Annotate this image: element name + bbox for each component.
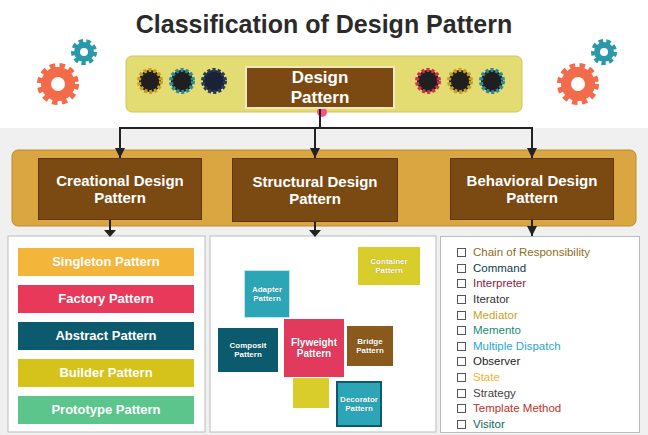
checkbox-icon <box>457 420 466 429</box>
item-text: Template Method <box>473 402 561 415</box>
short-arrow <box>109 220 111 231</box>
gear-hole <box>571 77 585 91</box>
node-text: Builder Pattern <box>59 366 152 381</box>
node-text: Decorator Pattern <box>340 395 378 413</box>
node-text: Structural Design Pattern <box>247 173 383 208</box>
list-item: Iterator <box>457 292 509 308</box>
pattern-list: Chain of ResponsibilityCommandInterprete… <box>440 236 640 433</box>
checkbox-icon <box>457 326 466 335</box>
diagram-title: Classification of Design Pattern <box>0 10 648 39</box>
node-text: Abstract Pattern <box>55 329 156 344</box>
list-item: Multiple Dispatch <box>457 339 561 355</box>
checkbox-icon <box>457 264 466 273</box>
list-item: Command <box>457 261 526 277</box>
gear-badge <box>417 70 439 92</box>
list-item: Observer <box>457 354 520 370</box>
item-text: Strategy <box>473 387 516 400</box>
node-text: Prototype Pattern <box>51 403 160 418</box>
pattern-tile: Flyweight Pattern <box>283 318 345 378</box>
checkbox-icon <box>457 248 466 257</box>
gear-hole <box>600 48 608 56</box>
node-text: Adapter Pattern <box>248 285 286 303</box>
pattern-tile: Decorator Pattern <box>336 381 382 427</box>
node-text: Composit Pattern <box>221 341 275 359</box>
checkbox-icon <box>457 389 466 398</box>
node-text: Singleton Pattern <box>52 255 160 270</box>
gear-badge <box>449 70 471 92</box>
gear-hole <box>80 48 88 56</box>
arrow-head <box>309 230 321 237</box>
item-text: Interpreter <box>473 277 526 290</box>
category-box: Behavioral Design Pattern <box>450 158 614 220</box>
list-item: Mediator <box>457 307 518 323</box>
checkbox-icon <box>457 357 466 366</box>
node-text: Bridge Pattern <box>350 337 390 355</box>
list-item: Strategy <box>457 385 516 401</box>
list-item: Interpreter <box>457 276 526 292</box>
item-text: Memento <box>473 324 521 337</box>
connector-arrow <box>320 109 532 158</box>
checkbox-icon <box>457 279 466 288</box>
connector-arrow <box>531 220 533 236</box>
arrow-head <box>104 230 116 237</box>
gear-badge <box>481 70 503 92</box>
pattern-tile: Container Pattern <box>358 247 420 285</box>
root-box: Design Pattern <box>245 66 395 109</box>
node-text: Container Pattern <box>361 257 417 275</box>
connector-arrow <box>120 109 320 158</box>
category-band <box>12 150 636 226</box>
list-item: Chain of Responsibility <box>457 245 590 261</box>
gear-icon <box>561 42 614 101</box>
empty-tile <box>293 378 329 408</box>
structural-panel <box>210 236 436 432</box>
node-text: Factory Pattern <box>58 292 153 307</box>
list-item: Memento <box>457 323 521 339</box>
pattern-box: Abstract Pattern <box>18 322 194 350</box>
gear-teeth <box>41 67 75 101</box>
gear-teeth <box>74 42 94 62</box>
creational-panel <box>8 236 205 432</box>
item-text: Mediator <box>473 309 518 322</box>
category-box: Creational Design Pattern <box>38 158 202 220</box>
item-text: Visitor <box>473 418 505 431</box>
top-band <box>126 56 522 112</box>
checkbox-icon <box>457 342 466 351</box>
item-text: Chain of Responsibility <box>473 246 590 259</box>
list-item: Template Method <box>457 401 561 417</box>
checkbox-icon <box>457 404 466 413</box>
gear-badge <box>203 70 225 92</box>
checkbox-icon <box>457 295 466 304</box>
pattern-box: Prototype Pattern <box>18 396 194 424</box>
node-text: Design Pattern <box>261 68 379 107</box>
pattern-tile: Composit Pattern <box>218 328 278 372</box>
checkbox-icon <box>457 373 466 382</box>
category-box: Structural Design Pattern <box>232 158 398 222</box>
item-text: Command <box>473 262 526 275</box>
gear-badge <box>139 70 161 92</box>
item-text: Iterator <box>473 293 509 306</box>
short-arrow <box>314 222 316 231</box>
list-item: State <box>457 370 500 386</box>
gear-teeth <box>561 67 595 101</box>
pattern-tile: Adapter Pattern <box>244 270 290 318</box>
checkbox-icon <box>457 311 466 320</box>
gear-icon <box>41 42 94 101</box>
item-text: Multiple Dispatch <box>473 340 561 353</box>
node-text: Flyweight Pattern <box>287 337 341 360</box>
list-item: Visitor <box>457 417 505 433</box>
gear-badge <box>171 70 193 92</box>
pattern-box: Singleton Pattern <box>18 248 194 276</box>
node-text: Behavioral Design Pattern <box>465 172 599 207</box>
gear-hole <box>51 77 65 91</box>
node-text: Creational Design Pattern <box>53 172 187 207</box>
gear-teeth <box>594 42 614 62</box>
pattern-tile: Bridge Pattern <box>347 326 393 366</box>
pattern-box: Builder Pattern <box>18 359 194 387</box>
pattern-box: Factory Pattern <box>18 285 194 313</box>
item-text: State <box>473 371 500 384</box>
item-text: Observer <box>473 355 520 368</box>
background-panel <box>0 128 648 435</box>
